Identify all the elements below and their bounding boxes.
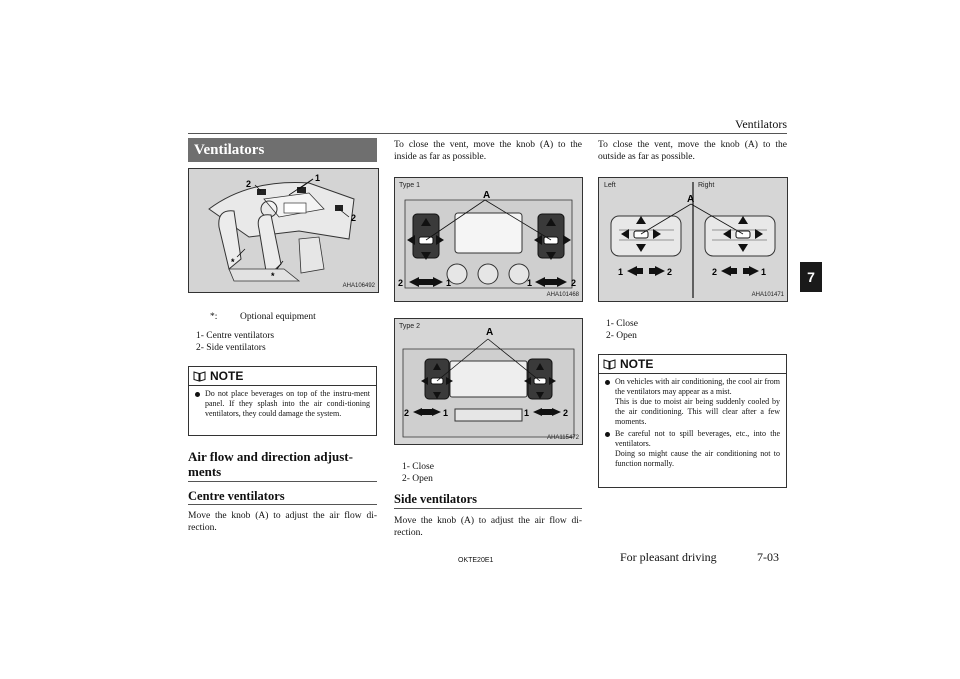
side-fig-right-label: Right bbox=[698, 182, 715, 189]
figure-code: AHA106492 bbox=[342, 283, 375, 289]
type1-label-2r: 2 bbox=[571, 278, 576, 288]
intro-side-close: To close the vent, move the knob (A) to … bbox=[598, 140, 787, 162]
fig-label-star-a: * bbox=[231, 257, 235, 267]
list-num: 1- bbox=[606, 319, 614, 329]
chapter-number: 7 bbox=[807, 269, 815, 285]
list-item: 2- Open bbox=[402, 473, 433, 485]
overview-illustration: 1 2 2 * * bbox=[189, 169, 378, 292]
bullet-icon bbox=[605, 379, 610, 385]
list-num: 1- bbox=[402, 462, 410, 472]
list-num: 2- bbox=[196, 343, 204, 353]
side-fig-label-1r: 1 bbox=[761, 267, 766, 277]
side-vents-illustration: A 1 2 2 1 bbox=[599, 178, 787, 301]
note-item: On vehicles with air conditioning, the c… bbox=[605, 377, 780, 427]
list-text: Side ventilators bbox=[206, 343, 266, 353]
type2-illustration: A 2 1 1 2 bbox=[395, 319, 582, 444]
type2-label-1r: 1 bbox=[524, 408, 529, 418]
section-banner: Ventilators bbox=[188, 138, 377, 162]
section-heading: Air flow and direction adjust-ments bbox=[188, 449, 353, 479]
list-item: 1- Close bbox=[606, 318, 638, 330]
heading-rule bbox=[188, 481, 377, 482]
note-heading: NOTE bbox=[210, 369, 244, 383]
side-fig-code: AHA101471 bbox=[751, 292, 784, 298]
running-header-title: Ventilators bbox=[735, 117, 787, 131]
fig-label-2b: 2 bbox=[351, 213, 356, 223]
figure-overview: 1 2 2 * * AHA106492 bbox=[188, 168, 379, 293]
note-item-text: Be careful not to spill beverages, etc.,… bbox=[615, 429, 780, 468]
bullet-icon bbox=[605, 431, 610, 437]
optional-key: *: bbox=[210, 312, 218, 322]
type1-illustration: A 2 1 1 2 bbox=[395, 178, 582, 301]
figure-side-vents: A 1 2 2 1 Left Right AHA101471 bbox=[598, 177, 788, 302]
list-text: Open bbox=[412, 474, 433, 484]
type1-label-a: A bbox=[483, 190, 490, 201]
note-body: On vehicles with air conditioning, the c… bbox=[599, 374, 786, 475]
footer-section: For pleasant driving bbox=[620, 550, 717, 564]
optional-text: Optional equipment bbox=[240, 312, 316, 322]
type1-label-1r: 1 bbox=[527, 278, 532, 288]
note-box: NOTE Do not place beverages on top of th… bbox=[188, 366, 377, 436]
note-book-icon bbox=[193, 371, 206, 382]
list-text: Centre ventilators bbox=[206, 331, 275, 341]
type1-label-2l: 2 bbox=[398, 278, 403, 288]
figure-type1: A 2 1 1 2 Type 1 AHA101468 bbox=[394, 177, 583, 302]
type2-label-1l: 1 bbox=[443, 408, 448, 418]
type2-code: AHA115472 bbox=[547, 435, 579, 441]
header-rule bbox=[188, 133, 787, 134]
side-fig-left-label: Left bbox=[604, 182, 616, 189]
type1-label: Type 1 bbox=[399, 182, 421, 189]
note-header: NOTE bbox=[189, 367, 376, 386]
list-item: 1- Centre ventilators bbox=[196, 330, 274, 342]
type1-code: AHA101468 bbox=[546, 292, 579, 298]
note-item: Be careful not to spill beverages, etc.,… bbox=[605, 429, 780, 469]
list-text: Close bbox=[616, 319, 638, 329]
list-text: Open bbox=[616, 331, 637, 341]
list-num: 2- bbox=[402, 474, 410, 484]
note-item: Do not place beverages on top of the ins… bbox=[195, 389, 370, 419]
body-centre: Move the knob (A) to adjust the air flow… bbox=[188, 511, 377, 533]
fig-label-2a: 2 bbox=[246, 179, 251, 189]
side-fig-label-a: A bbox=[687, 194, 694, 205]
note-body: Do not place beverages on top of the ins… bbox=[189, 386, 376, 425]
note-heading: NOTE bbox=[620, 357, 654, 371]
body-side: Move the knob (A) to adjust the air flow… bbox=[394, 516, 582, 538]
type2-label-2r: 2 bbox=[563, 408, 568, 418]
subheading-rule bbox=[394, 508, 582, 509]
intro-centre-close: To close the vent, move the knob (A) to … bbox=[394, 140, 582, 162]
type2-label: Type 2 bbox=[399, 323, 421, 330]
note-item-text: Do not place beverages on top of the ins… bbox=[205, 389, 370, 418]
page-number: 7-03 bbox=[757, 550, 779, 564]
fig-label-star-b: * bbox=[271, 271, 275, 281]
list-item: 2- Side ventilators bbox=[196, 342, 266, 354]
list-item: 2- Open bbox=[606, 330, 637, 342]
note-header: NOTE bbox=[599, 355, 786, 374]
side-fig-label-2r: 2 bbox=[712, 267, 717, 277]
side-fig-label-1l: 1 bbox=[618, 267, 623, 277]
list-text: Close bbox=[412, 462, 434, 472]
type2-label-2l: 2 bbox=[404, 408, 409, 418]
list-num: 1- bbox=[196, 331, 204, 341]
chapter-tab[interactable]: 7 bbox=[800, 262, 822, 292]
note-item-text: On vehicles with air conditioning, the c… bbox=[615, 377, 780, 426]
subheading-side: Side ventilators bbox=[394, 492, 477, 506]
footer-code: OKTE20E1 bbox=[458, 557, 494, 564]
note-book-icon bbox=[603, 359, 616, 370]
figure-type2: A 2 1 1 2 Type 2 AHA115472 bbox=[394, 318, 583, 445]
subheading-rule bbox=[188, 504, 377, 505]
type1-label-1l: 1 bbox=[446, 278, 451, 288]
fig-label-1: 1 bbox=[315, 173, 320, 183]
note-box: NOTE On vehicles with air conditioning, … bbox=[598, 354, 787, 488]
subheading-centre: Centre ventilators bbox=[188, 489, 285, 503]
side-fig-label-2l: 2 bbox=[667, 267, 672, 277]
type2-label-a: A bbox=[486, 327, 493, 338]
bullet-icon bbox=[195, 391, 200, 397]
list-item: 1- Close bbox=[402, 461, 434, 473]
list-num: 2- bbox=[606, 331, 614, 341]
